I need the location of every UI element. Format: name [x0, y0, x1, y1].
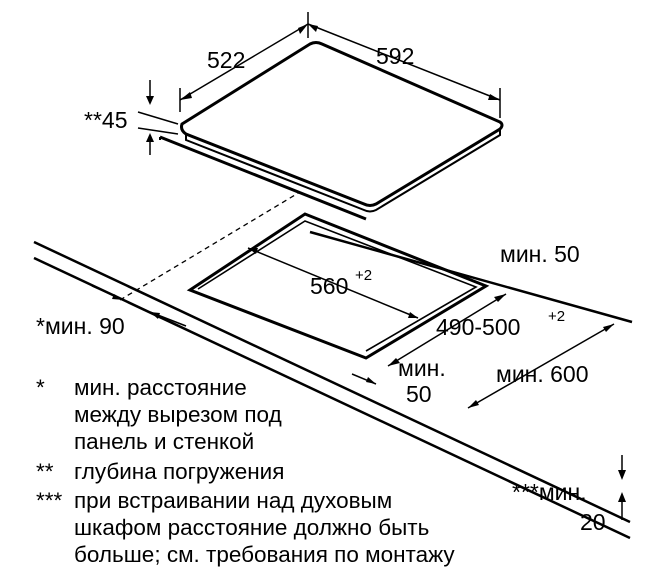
dim-cutout-depth-tol: +2	[548, 308, 565, 325]
note-1-mark: *	[36, 375, 45, 400]
dim-min-side: *мин. 90	[36, 313, 125, 339]
note-2-line-1: глубина погружения	[74, 459, 285, 484]
note-3-line-2: шкафом расстояние должно быть	[74, 515, 430, 540]
note-1-line-1: мин. расстояние	[74, 375, 247, 400]
note-3-mark: ***	[36, 488, 63, 513]
dimension-lines-hob	[137, 12, 501, 155]
dim-depth-522: 522	[207, 47, 245, 73]
note-1-line-3: панель и стенкой	[74, 429, 255, 454]
note-3-line-1: при встраивании над духовым	[74, 488, 393, 513]
cutout	[186, 212, 490, 360]
note-1-line-2: между вырезом под	[74, 402, 282, 427]
worktop	[33, 137, 633, 540]
dim-min-front-b: 50	[406, 381, 432, 407]
dim-min-front-a: мин.	[398, 355, 446, 381]
dim-min-bottom-a: ***мин.	[512, 479, 587, 505]
note-2-mark: **	[36, 459, 54, 484]
dim-cutout-width-tol: +2	[355, 267, 372, 284]
note-3-line-3: больше; см. требования по монтажу	[74, 542, 455, 567]
dim-cutout-depth: 490-500	[436, 314, 520, 340]
dim-min-bottom-b: 20	[580, 509, 606, 535]
arrowheads-cutout	[112, 248, 626, 502]
worktop-edge-upper	[159, 135, 367, 221]
dim-cutout-width: 560	[310, 273, 348, 299]
arrowheads	[146, 24, 500, 142]
dashed-guide-line	[119, 191, 301, 301]
dim-width-592: 592	[376, 43, 414, 69]
dim-immersion-45: **45	[84, 107, 127, 133]
dim-min-rear: мин. 50	[500, 241, 580, 267]
dim-min-600: мин. 600	[496, 361, 589, 387]
hob-panel	[180, 41, 504, 213]
